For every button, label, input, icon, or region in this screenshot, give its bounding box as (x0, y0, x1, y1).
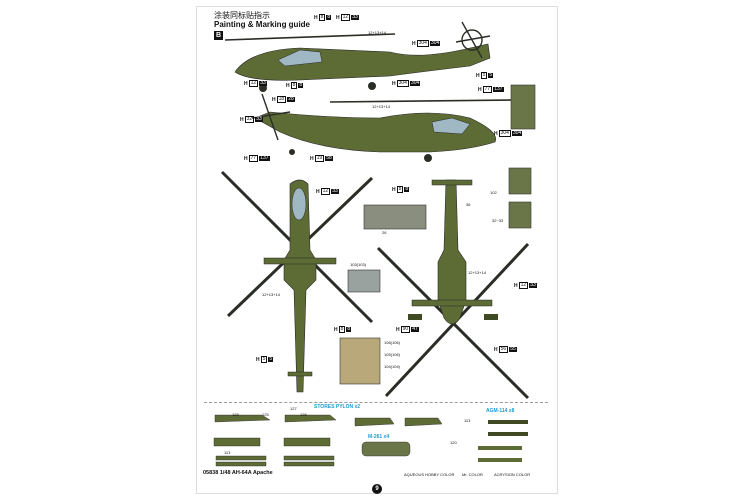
part-label: 106(106) (384, 340, 401, 345)
part-label: 113 (224, 450, 231, 455)
part-label: 32~33 (492, 218, 504, 223)
part-label: 12+13+14 (372, 104, 391, 109)
legend-mr: Mr. COLOR (462, 472, 483, 477)
insets (339, 84, 536, 385)
part-label: 12+13+14 (262, 292, 281, 297)
agm114-title: AGM-114 x8 (486, 408, 515, 414)
part-label: 125 (262, 412, 269, 417)
part-label: 126 (300, 412, 307, 417)
part-label: 128 (232, 412, 239, 417)
m261-title: M-261 x4 (368, 434, 390, 440)
stores-pylon-title: STORES PYLON x2 (314, 404, 361, 410)
bottom-view (376, 179, 530, 400)
legend-aqueous: AQUEOUS HOBBY COLOR (404, 472, 455, 477)
part-label: 12+13+14 (368, 30, 387, 35)
side-view-right (251, 93, 516, 162)
part-label: 102 (490, 190, 497, 195)
part-label: 113 (464, 418, 471, 423)
side-view-left (224, 21, 491, 92)
part-label: 12+13+14 (468, 270, 487, 275)
stores-drawings (213, 414, 528, 467)
part-label: 127 (290, 406, 297, 411)
part-label: 103(103) (350, 262, 367, 267)
legend-acrysion: ACRYSION COLOR (494, 472, 531, 477)
part-label: 105(106) (384, 352, 401, 357)
product-footer: 05838 1/48 AH-64A Apache (203, 470, 273, 476)
part-label: 36 (466, 202, 471, 207)
part-label: 120 (450, 440, 457, 445)
top-view (220, 170, 374, 393)
title-chinese: 涂装同标贴指示 (214, 11, 270, 20)
part-label: 104(104) (384, 364, 401, 369)
title-english: Painting & Marking guide (214, 20, 311, 29)
section-divider (204, 402, 548, 403)
section-badge: B (214, 31, 223, 40)
page-number: 9 (372, 484, 382, 494)
part-label: 26 (382, 230, 387, 235)
